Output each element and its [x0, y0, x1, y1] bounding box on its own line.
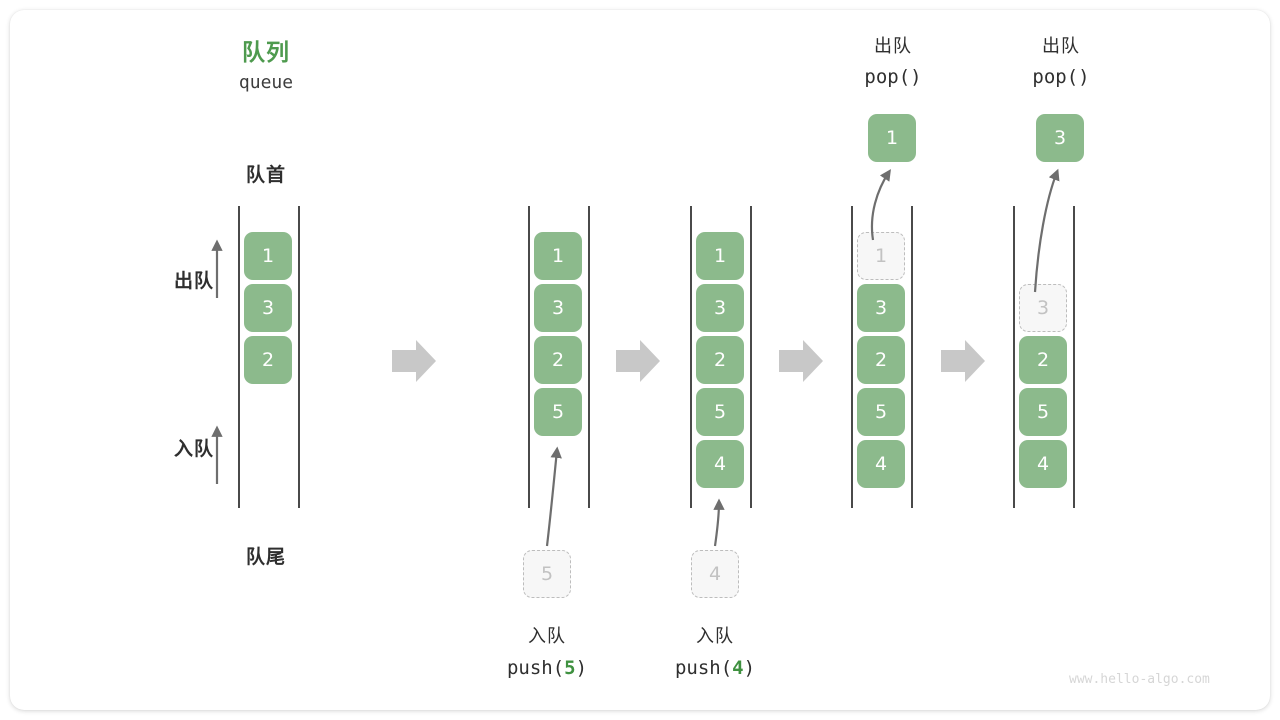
- queue-rail-right: [911, 206, 913, 508]
- pop-op-2-code: pop(): [1032, 66, 1090, 88]
- queue-rail-right: [1073, 206, 1075, 508]
- queue-cell: 2: [696, 336, 744, 384]
- pop-op-1-code: pop(): [864, 66, 922, 88]
- queue-rail-right: [298, 206, 300, 508]
- queue-cell: 3: [1019, 284, 1067, 332]
- push-ghost-cell-1: 5: [523, 550, 571, 598]
- queue-cell: 4: [857, 440, 905, 488]
- queue-cell: 1: [244, 232, 292, 280]
- front-label: 队首: [245, 164, 286, 186]
- queue-rail-right: [588, 206, 590, 508]
- watermark: www.hello-algo.com: [1069, 672, 1210, 687]
- push-arg-1: 5: [564, 657, 576, 679]
- push-fn-1: push(: [506, 657, 565, 679]
- queue-cell: 5: [534, 388, 582, 436]
- queue-rail-left: [690, 206, 692, 508]
- pop-op-1-label: 出队: [874, 36, 912, 57]
- queue-rail-left: [238, 206, 240, 508]
- dequeue-direction-label: 出队: [173, 270, 214, 292]
- queue-title-cn: 队列: [242, 40, 290, 66]
- queue-cell: 1: [696, 232, 744, 280]
- queue-rail-right: [750, 206, 752, 508]
- queue-cell: 2: [534, 336, 582, 384]
- popped-cell-1: 1: [868, 114, 916, 162]
- queue-cell: 1: [534, 232, 582, 280]
- queue-cell: 3: [696, 284, 744, 332]
- push-op-2-label: 入队: [696, 626, 734, 647]
- queue-title-en: queue: [238, 72, 294, 93]
- push-op-1-label: 入队: [528, 626, 566, 647]
- popped-cell-2: 3: [1036, 114, 1084, 162]
- queue-rail-left: [1013, 206, 1015, 508]
- queue-cell: 5: [1019, 388, 1067, 436]
- queue-cell: 2: [1019, 336, 1067, 384]
- queue-cell: 2: [244, 336, 292, 384]
- push-close-1: ): [575, 657, 588, 679]
- push-close-2: ): [743, 657, 756, 679]
- push-op-2-code: push(4): [655, 657, 775, 679]
- queue-rail-left: [851, 206, 853, 508]
- queue-cell: 3: [857, 284, 905, 332]
- queue-cell: 4: [696, 440, 744, 488]
- queue-cell: 5: [857, 388, 905, 436]
- queue-cell: 3: [244, 284, 292, 332]
- rear-label: 队尾: [245, 546, 286, 568]
- enqueue-direction-label: 入队: [173, 438, 214, 460]
- push-arg-2: 4: [732, 657, 744, 679]
- queue-cell: 5: [696, 388, 744, 436]
- queue-rail-left: [528, 206, 530, 508]
- push-fn-2: push(: [674, 657, 733, 679]
- push-ghost-cell-2: 4: [691, 550, 739, 598]
- queue-cell: 3: [534, 284, 582, 332]
- pop-op-2-label: 出队: [1042, 36, 1080, 57]
- queue-cell: 4: [1019, 440, 1067, 488]
- queue-cell: 2: [857, 336, 905, 384]
- push-op-1-code: push(5): [487, 657, 607, 679]
